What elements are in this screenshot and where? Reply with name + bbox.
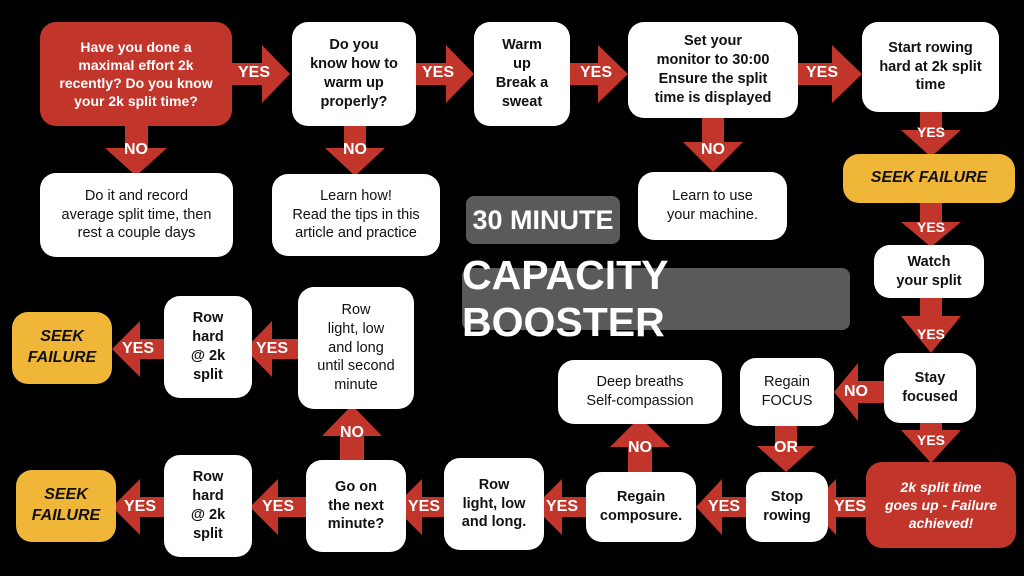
- node-watch-split: Watch your split: [874, 245, 984, 298]
- label-focused-no: NO: [844, 383, 868, 400]
- arrow-seek-yes: [901, 203, 961, 247]
- label-composure-no: NO: [628, 439, 652, 456]
- arrow-focused-no: [834, 363, 885, 421]
- label-warm-yes: YES: [421, 64, 454, 81]
- label-q2k-no: NO: [124, 141, 148, 158]
- label-rowlight-yes: YES: [407, 498, 440, 515]
- arrow-regain-or: [757, 423, 815, 472]
- node-seek-failure-left: SEEK FAILURE: [12, 312, 112, 384]
- label-warm-no: NO: [343, 141, 367, 158]
- arrow-composure-no: [610, 417, 670, 475]
- title-capacity-booster: CAPACITY BOOSTER: [462, 252, 850, 345]
- label-rowhard-top-yes: YES: [121, 340, 154, 357]
- label-failure-yes: YES: [833, 498, 866, 515]
- label-goon-yes: YES: [261, 498, 294, 515]
- arrow-warm-yes: [416, 45, 474, 103]
- arrow-rowhard-top-yes: [112, 321, 166, 377]
- node-set-monitor: Set your monitor to 30:00 Ensure the spl…: [628, 22, 798, 118]
- arrow-goon-yes: [250, 479, 310, 535]
- arrow-watch-yes: [901, 296, 961, 353]
- label-start-yes: YES: [916, 124, 945, 140]
- arrow-warmup-yes: [570, 45, 628, 103]
- label-goon-no: NO: [340, 424, 364, 441]
- arrow-rowlight-yes: [394, 479, 448, 535]
- node-warm-up-question: Do you know how to warm up properly?: [292, 22, 416, 126]
- node-go-on-next-minute: Go on the next minute?: [306, 460, 406, 552]
- label-regain-or: OR: [774, 439, 798, 456]
- label-monitor-yes: YES: [805, 64, 838, 81]
- label-q2k-yes: YES: [237, 64, 270, 81]
- node-stay-focused: Stay focused: [884, 353, 976, 423]
- title-30-minute: 30 MINUTE: [466, 196, 620, 244]
- node-regain-composure: Regain composure.: [586, 472, 696, 542]
- arrow-warm-no: [325, 118, 385, 176]
- label-watch-yes: YES: [916, 326, 945, 342]
- node-row-light-low-long: Row light, low and long.: [444, 458, 544, 550]
- label-monitor-no: NO: [701, 141, 725, 158]
- label-stop-yes: YES: [707, 498, 740, 515]
- node-done-2k-question: Have you done a maximal effort 2k recent…: [40, 22, 232, 126]
- arrow-goon-no: [322, 405, 382, 465]
- label-composure-yes: YES: [545, 498, 578, 515]
- node-start-rowing: Start rowing hard at 2k split time: [862, 22, 999, 112]
- arrow-monitor-yes: [796, 45, 862, 103]
- label-warmup-yes: YES: [579, 64, 612, 81]
- node-regain-focus: Regain FOCUS: [740, 358, 834, 426]
- node-row-light-until-second: Row light, low and long until second min…: [298, 287, 414, 409]
- node-row-hard-bottom: Row hard @ 2k split: [164, 455, 252, 557]
- node-learn-machine: Learn to use your machine.: [638, 172, 787, 240]
- label-focused-yes: YES: [916, 432, 945, 448]
- label-seek-yes: YES: [916, 219, 945, 235]
- arrow-q2k-yes: [230, 45, 290, 103]
- arrow-monitor-no: [683, 116, 743, 172]
- node-warm-up: Warm up Break a sweat: [474, 22, 570, 126]
- node-learn-how: Learn how! Read the tips in this article…: [272, 174, 440, 256]
- arrow-stop-yes: [696, 479, 748, 535]
- arrow-start-yes: [901, 111, 961, 157]
- arrow-focused-yes: [901, 415, 961, 463]
- node-seek-failure-top: SEEK FAILURE: [843, 154, 1015, 203]
- node-seek-failure-bottom: SEEK FAILURE: [16, 470, 116, 542]
- node-deep-breaths: Deep breaths Self-compassion: [558, 360, 722, 424]
- node-do-it-and-record: Do it and record average split time, the…: [40, 173, 233, 257]
- node-failure-achieved: 2k split time goes up - Failure achieved…: [866, 462, 1016, 548]
- label-rowhard-bottom-yes: YES: [123, 498, 156, 515]
- arrow-rowhard-bottom-yes: [112, 479, 166, 535]
- arrow-q2k-no: [105, 125, 167, 176]
- arrow-rowlight-until-yes: [245, 321, 300, 377]
- node-row-hard-top: Row hard @ 2k split: [164, 296, 252, 398]
- arrow-composure-yes: [534, 479, 590, 535]
- label-rowlight-until-yes: YES: [255, 340, 288, 357]
- node-stop-rowing: Stop rowing: [746, 472, 828, 542]
